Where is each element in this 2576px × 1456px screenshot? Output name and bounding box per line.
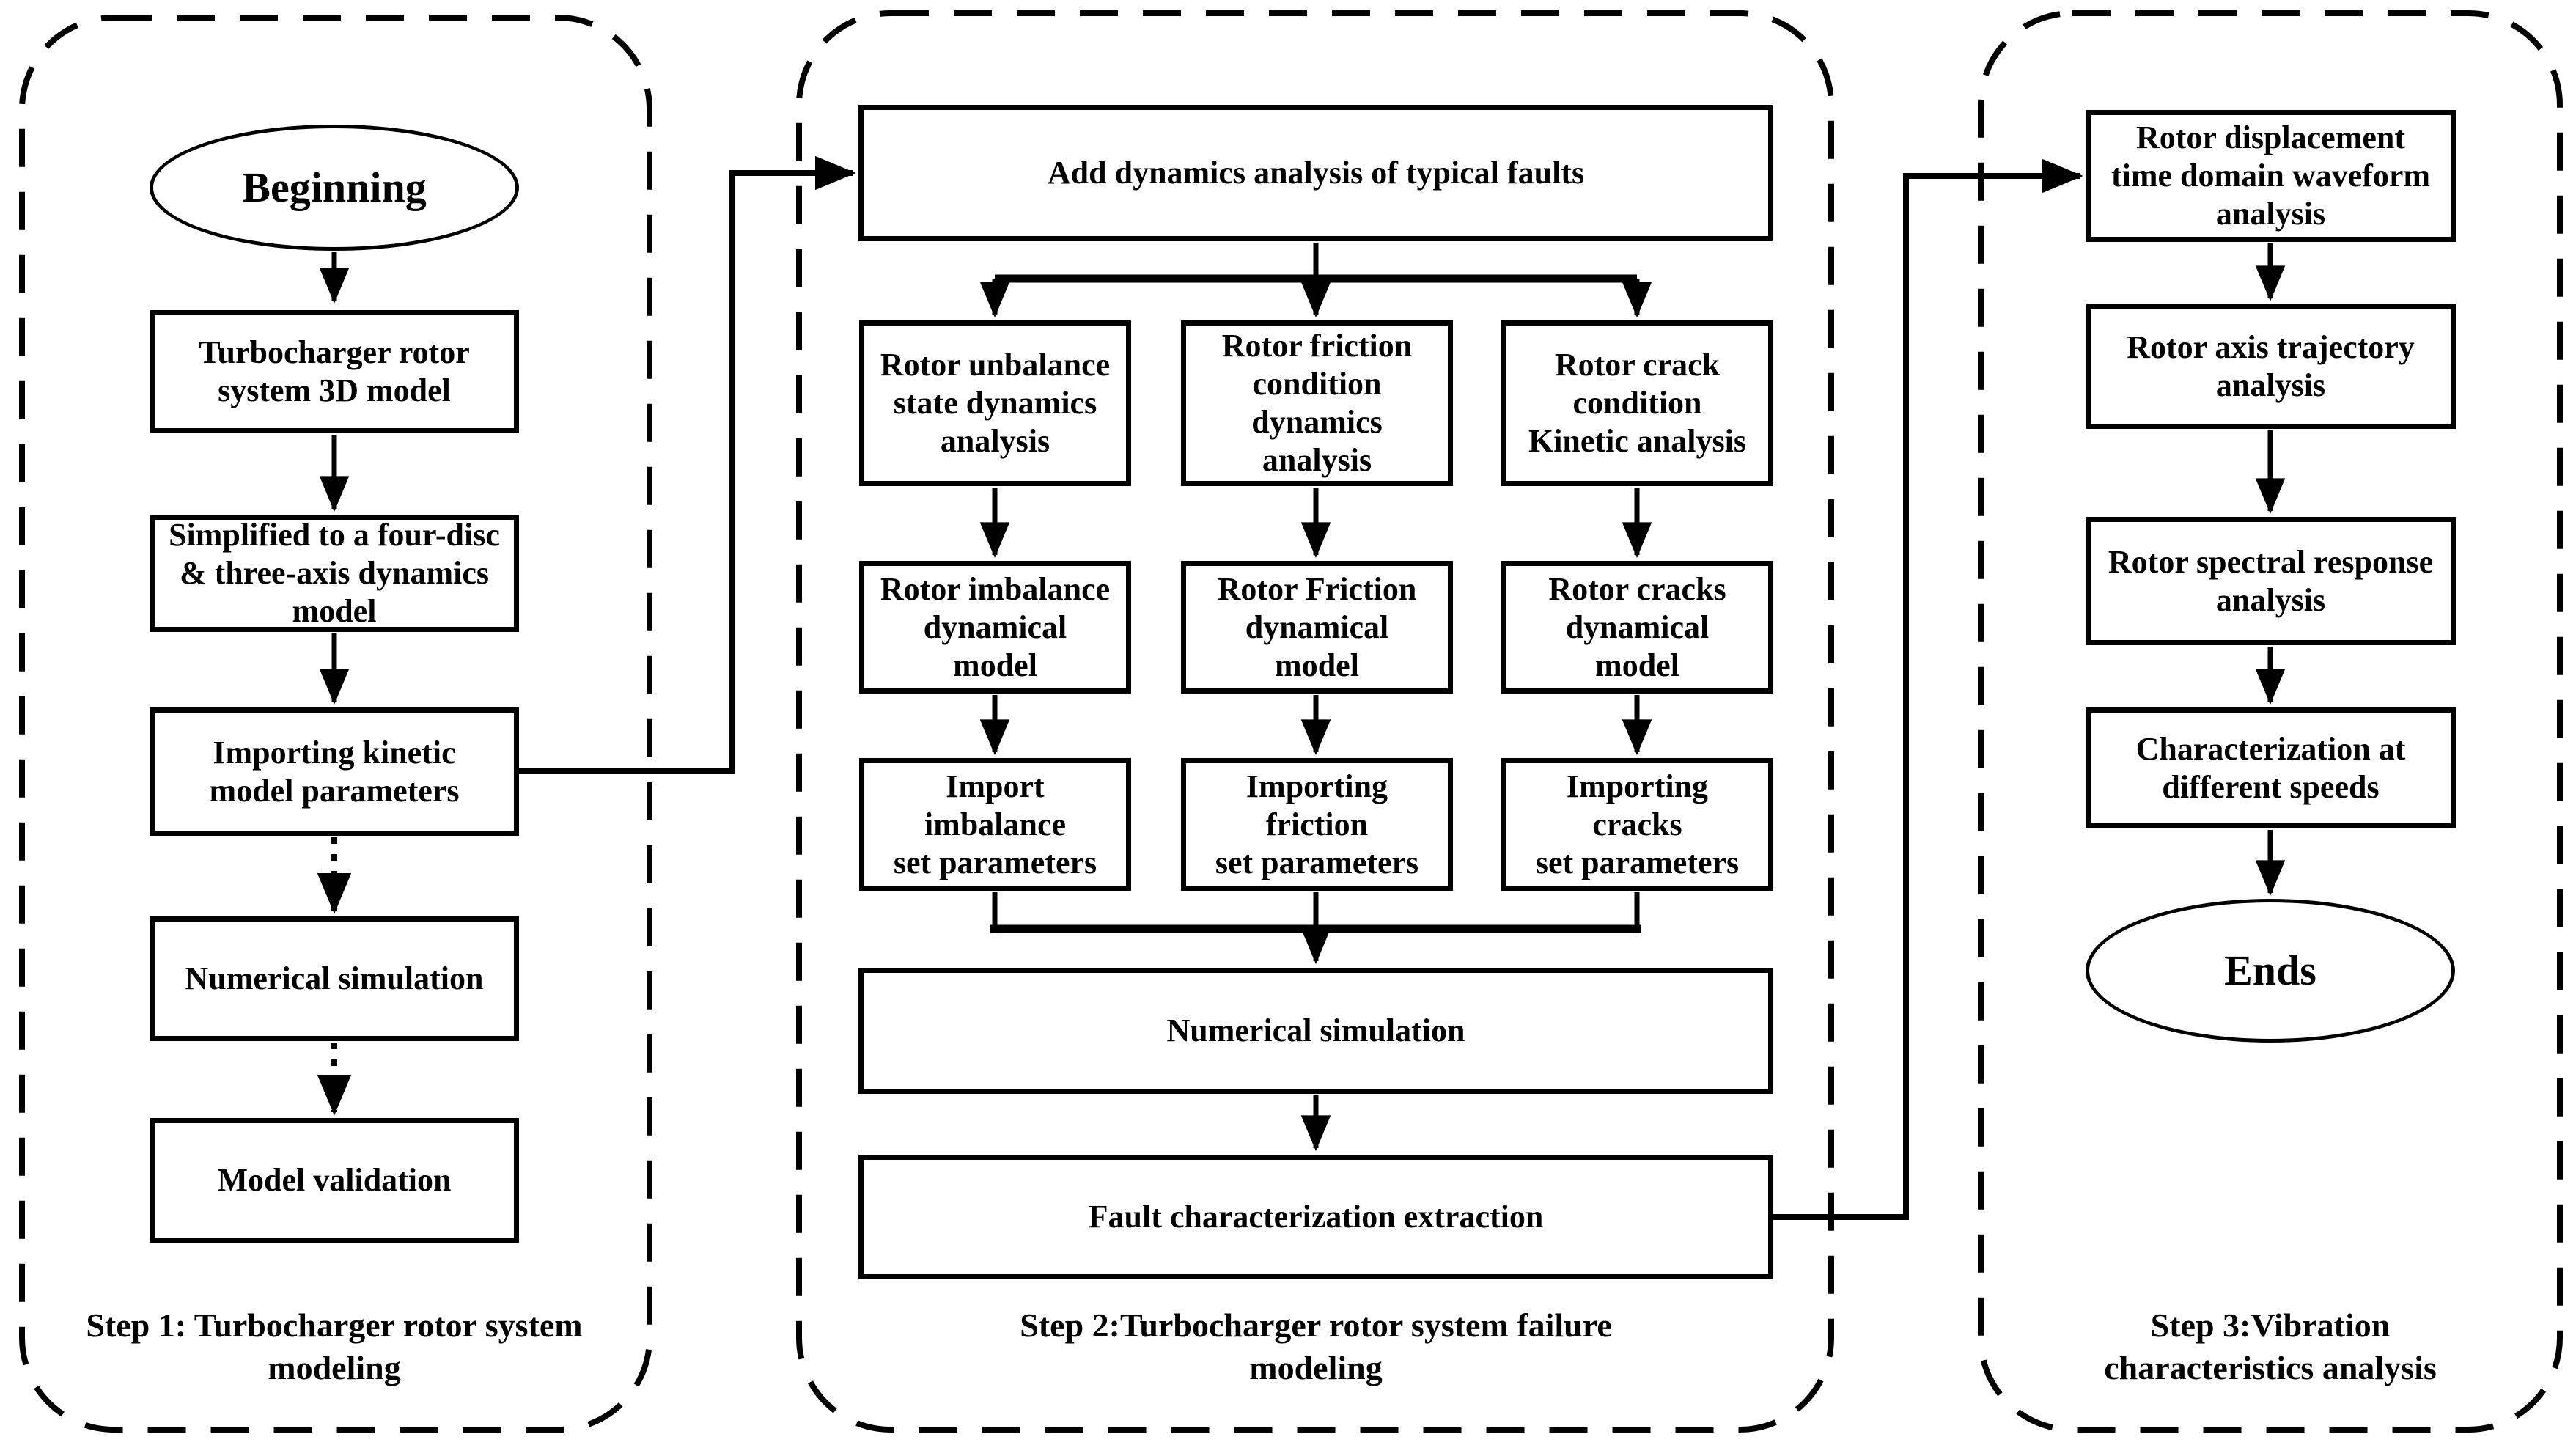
- box-turbocharger-3d-model: Turbocharger rotor system 3D model: [150, 310, 519, 433]
- step1-panel-outline: [19, 15, 652, 1433]
- step2-arrows: [979, 243, 1652, 1152]
- box-rotor-crack-analysis: Rotor crack condition Kinetic analysis: [1501, 320, 1773, 486]
- box-rotor-spectral-response: Rotor spectral response analysis: [2086, 517, 2456, 645]
- end-terminator: Ends: [2086, 899, 2455, 1043]
- caption-step1: Step 1: Turbocharger rotor system modeli…: [86, 1306, 583, 1386]
- box-rotor-friction-model: Rotor Friction dynamical model: [1181, 561, 1453, 694]
- step2-panel-outline: [796, 10, 1834, 1433]
- box-importing-friction-parameters: Importing friction set parameters: [1181, 758, 1453, 891]
- box-characterization-speeds: Characterization at different speeds: [2086, 707, 2456, 828]
- step1-to-step2-connector: [519, 155, 856, 774]
- caption-step3: Step 3:Vibration characteristics analysi…: [2104, 1306, 2437, 1386]
- step2-to-step3-connector: [1773, 158, 2083, 1220]
- box-import-imbalance-parameters: Import imbalance set parameters: [859, 758, 1131, 891]
- step3-panel-outline: [1978, 10, 2563, 1433]
- box-rotor-friction-analysis: Rotor friction condition dynamics analys…: [1181, 320, 1453, 486]
- box-simplified-four-disc-model: Simplified to a four-disc & three-axis d…: [150, 515, 519, 632]
- box-numerical-simulation-step1: Numerical simulation: [150, 916, 519, 1041]
- box-importing-cracks-parameters: Importing cracks set parameters: [1501, 758, 1773, 891]
- box-importing-kinetic-parameters: Importing kinetic model parameters: [150, 707, 519, 836]
- box-rotor-unbalance-analysis: Rotor unbalance state dynamics analysis: [859, 320, 1131, 486]
- caption-step2: Step 2:Turbocharger rotor system failure…: [1020, 1306, 1612, 1386]
- box-rotor-cracks-model: Rotor cracks dynamical model: [1501, 561, 1773, 694]
- box-numerical-simulation-step2: Numerical simulation: [858, 968, 1773, 1094]
- box-model-validation: Model validation: [150, 1118, 519, 1243]
- box-fault-characterization-extraction: Fault characterization extraction: [858, 1155, 1773, 1279]
- box-rotor-imbalance-model: Rotor imbalance dynamical model: [859, 561, 1131, 694]
- box-add-dynamics-analysis: Add dynamics analysis of typical faults: [858, 105, 1773, 241]
- box-rotor-axis-trajectory: Rotor axis trajectory analysis: [2086, 304, 2456, 429]
- start-terminator: Beginning: [150, 125, 519, 251]
- box-rotor-displacement-waveform: Rotor displacement time domain waveform …: [2086, 110, 2456, 242]
